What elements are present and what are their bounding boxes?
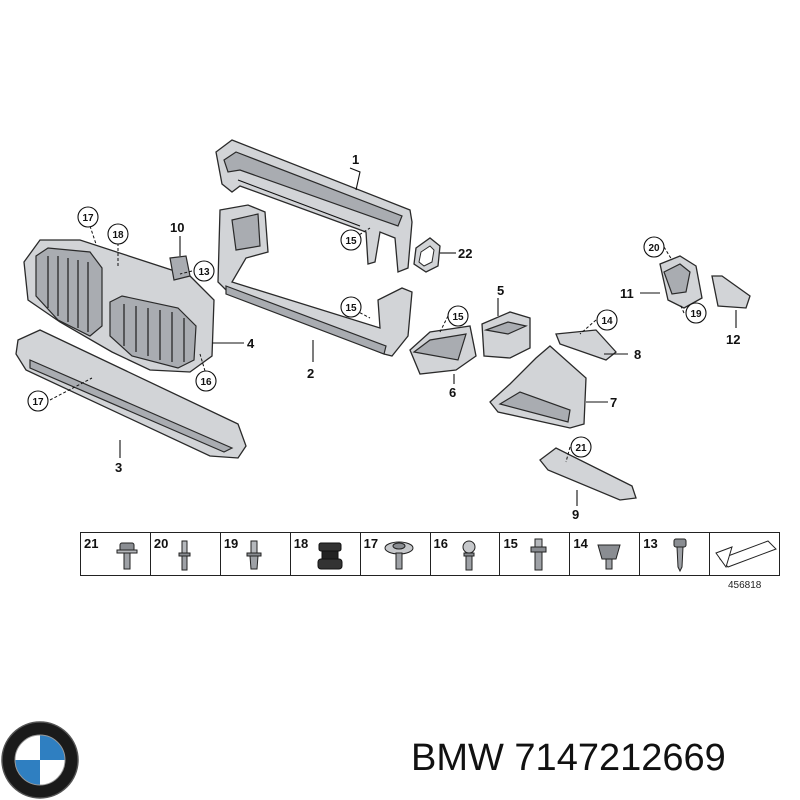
callout-8: 8 [634, 347, 641, 362]
callout-6: 6 [449, 385, 456, 400]
svg-text:14: 14 [601, 316, 613, 327]
fastener-cell-13: 13 [640, 533, 711, 575]
svg-text:15: 15 [345, 236, 357, 247]
orientation-arrow-cell [710, 533, 779, 575]
fastener-cell-17: 17 [361, 533, 431, 575]
svg-text:18: 18 [112, 230, 124, 241]
brand-part-number: BMW 7147212669 [411, 737, 726, 779]
rivet-icon [178, 540, 191, 571]
part-1-air-duct-frame [215, 139, 413, 273]
part-5-air-duct [481, 311, 531, 359]
callout-7: 7 [610, 395, 617, 410]
exploded-parts-diagram: 1 2 3 4 5 6 7 8 9 10 11 12 22 17 18 13 1… [15, 139, 751, 522]
part-4-kidney-grille [23, 239, 215, 373]
rubber-grommet-icon [317, 542, 343, 570]
fastener-cell-21: 21 [81, 533, 151, 575]
svg-text:13: 13 [198, 267, 210, 278]
svg-text:16: 16 [200, 377, 212, 388]
callout-22: 22 [458, 246, 472, 261]
leader-lines [49, 167, 737, 506]
svg-text:17: 17 [82, 213, 94, 224]
circled-callout-21: 21 [570, 436, 592, 458]
circled-callout-15-right: 15 [447, 305, 469, 327]
collar-screw-icon [530, 538, 547, 571]
callout-5: 5 [497, 283, 504, 298]
callout-2: 2 [307, 366, 314, 381]
svg-text:21: 21 [575, 443, 587, 454]
callout-11: 11 [620, 286, 634, 301]
circled-callout-15-middle: 15 [340, 296, 362, 318]
part-6-air-duct [409, 325, 477, 375]
diagram-reference-number: 456818 [728, 580, 762, 591]
fastener-number: 21 [84, 536, 99, 551]
circled-callout-16: 16 [195, 370, 217, 392]
part-10-bracket [169, 255, 191, 281]
fastener-cell-14: 14 [570, 533, 641, 575]
expanding-rivet-icon [246, 540, 262, 570]
round-head-stud-icon [462, 540, 476, 571]
svg-text:17: 17 [32, 397, 44, 408]
svg-text:20: 20 [648, 243, 660, 254]
flange-bolt-icon [116, 542, 138, 570]
callout-3: 3 [115, 460, 122, 475]
fastener-number: 16 [433, 536, 448, 551]
svg-text:15: 15 [345, 303, 357, 314]
callout-4: 4 [247, 336, 255, 351]
fastener-number: 20 [153, 536, 169, 551]
circled-callout-19: 19 [685, 302, 707, 324]
fastener-number: 15 [503, 536, 518, 551]
callout-10: 10 [170, 220, 184, 235]
fastener-cell-16: 16 [431, 533, 501, 575]
bmw-logo [1, 721, 79, 799]
part-3-lower-deflector [15, 329, 247, 459]
circled-callout-15-upper: 15 [340, 229, 362, 251]
direction-arrow-icon [715, 540, 778, 569]
callout-9: 9 [572, 507, 579, 522]
svg-text:15: 15 [452, 312, 464, 323]
fastener-cell-20: 20 [151, 533, 221, 575]
fastener-number: 17 [363, 536, 379, 551]
part-2-support-frame [217, 204, 413, 357]
fastener-cell-19: 19 [221, 533, 291, 575]
washer-screw-icon [384, 541, 414, 570]
fastener-number: 13 [643, 536, 658, 551]
fastener-number: 19 [223, 536, 239, 551]
svg-text:19: 19 [690, 309, 702, 320]
part-8-bracket [555, 329, 617, 361]
part-7-air-guide [489, 345, 587, 429]
fastener-cell-15: 15 [500, 533, 571, 575]
fastener-number: 18 [293, 536, 309, 551]
circled-callout-17-top: 17 [77, 206, 99, 228]
circled-callout-14: 14 [596, 309, 618, 331]
part-9-bracket [539, 447, 637, 501]
callout-1: 1 [352, 152, 359, 167]
self-tapping-screw-icon [673, 538, 687, 573]
circled-callout-18: 18 [107, 223, 129, 245]
circled-callout-17-bottom: 17 [27, 390, 49, 412]
fastener-legend-table: 21 20 19 18 17 [80, 532, 780, 576]
fastener-number: 14 [573, 536, 588, 551]
circled-callout-20: 20 [643, 236, 665, 258]
fastener-cell-18: 18 [291, 533, 361, 575]
part-11-bracket [659, 255, 703, 309]
part-12-guide [711, 275, 751, 309]
part-22-seal [413, 237, 441, 273]
callout-12: 12 [726, 332, 740, 347]
spring-nut-icon [597, 544, 622, 570]
circled-callout-13: 13 [193, 260, 215, 282]
